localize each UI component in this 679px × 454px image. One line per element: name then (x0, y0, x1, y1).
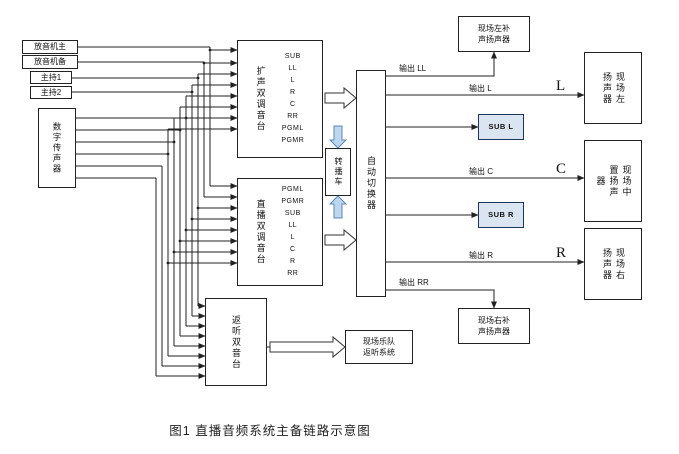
output-ll-label: 输出 LL (398, 63, 428, 74)
left-speaker-label: 现场左扬声器 (602, 71, 625, 105)
source-host2: 主持2 (30, 86, 72, 99)
pa-channel: R (290, 89, 296, 96)
band-monitor-line1: 现场乐队 (363, 337, 395, 346)
pa-to-van-arrow (328, 125, 348, 149)
right-speaker-letter: R (556, 245, 567, 261)
sub-r-box: SUB R (478, 202, 524, 228)
broadcast-mixer-box: 直播双调音台 PGML PGMR SUB LL L C R RR (237, 178, 323, 286)
output-r-label: 输出 R (468, 250, 494, 261)
broadcast-channel: L (290, 234, 296, 241)
block-arrows (269, 86, 357, 359)
broadcast-channel: LL (288, 222, 298, 229)
pa-channel: SUB (284, 53, 301, 60)
left-speaker-letter: L (556, 78, 566, 94)
pa-channel: LL (288, 65, 298, 72)
monitor-mixer-label: 返听双音台 (231, 314, 241, 370)
figure-caption: 图1 直播音频系统主备链路示意图 (169, 424, 371, 438)
source-playback-main-label: 放音机主 (34, 42, 66, 51)
broadcast-to-van-arrow (328, 195, 348, 219)
source-host1-label: 主持1 (40, 72, 62, 82)
center-speaker-label: 现场中置扬声器 (595, 164, 632, 198)
source-digital-mic-label: 数字传声器 (52, 121, 62, 175)
pa-mixer-channels: SUB LL L R C RR PGML PGMR (281, 51, 304, 147)
band-monitor-box: 现场乐队 返听系统 (345, 330, 413, 364)
auto-switcher-box: 自动切换器 (356, 70, 386, 297)
broadcast-mixer-label: 直播双调音台 (255, 199, 266, 265)
broadcast-channel: SUB (284, 210, 301, 217)
broadcast-channel: RR (287, 270, 299, 277)
left-fill-speaker-label: 现场左补 声扬声器 (478, 23, 510, 45)
source-host1: 主持1 (30, 71, 72, 84)
source-digital-mic: 数字传声器 (38, 108, 76, 188)
junction-dots (166, 48, 212, 265)
monitor-to-band-arrow (269, 335, 346, 359)
left-fill-speaker-line2: 声扬声器 (478, 35, 510, 44)
pa-channel: PGMR (281, 137, 305, 144)
pa-mixer-label: 扩声双调音台 (255, 66, 266, 132)
sub-l-box: SUB L (478, 114, 524, 140)
right-speaker-label: 现场右扬声器 (602, 247, 625, 281)
pa-channel: L (290, 77, 296, 84)
broadcast-to-switcher-arrow (324, 228, 357, 252)
left-speaker-box: 现场左扬声器 (584, 52, 642, 124)
right-fill-speaker-line1: 现场右补 (478, 316, 510, 325)
output-lines (267, 51, 585, 348)
output-l-label: 输出 L (468, 83, 493, 94)
broadcast-channel: C (290, 246, 296, 253)
pa-channel: PGML (281, 125, 304, 132)
wiring-bus (72, 46, 238, 379)
monitor-mixer-box: 返听双音台 (205, 298, 267, 386)
ob-van-label: 转播车 (334, 157, 343, 187)
source-playback-backup: 放音机备 (22, 55, 78, 69)
output-rr-label: 输出 RR (398, 277, 430, 288)
right-fill-speaker-box: 现场右补 声扬声器 (458, 308, 530, 344)
source-host2-label: 主持2 (40, 87, 62, 97)
broadcast-channel: PGML (281, 186, 304, 193)
pa-channel: C (290, 101, 296, 108)
center-speaker-box: 现场中置扬声器 (584, 140, 642, 222)
broadcast-channel: PGMR (281, 198, 305, 205)
pa-mixer-box: 扩声双调音台 SUB LL L R C RR PGML PGMR (237, 40, 323, 158)
auto-switcher-label: 自动切换器 (366, 156, 376, 211)
pa-to-switcher-arrow (324, 86, 357, 110)
left-fill-speaker-line1: 现场左补 (478, 24, 510, 33)
source-playback-backup-label: 放音机备 (34, 57, 66, 66)
pa-channel: RR (287, 113, 299, 120)
output-c-label: 输出 C (468, 166, 494, 177)
left-fill-speaker-box: 现场左补 声扬声器 (458, 16, 530, 52)
ob-van-box: 转播车 (325, 148, 351, 196)
broadcast-mixer-channels: PGML PGMR SUB LL L C R RR (281, 184, 304, 280)
right-speaker-box: 现场右扬声器 (584, 228, 642, 300)
broadcast-channel: R (290, 258, 296, 265)
band-monitor-line2: 返听系统 (363, 348, 395, 357)
band-monitor-label: 现场乐队 返听系统 (363, 336, 395, 358)
sub-l-label: SUB L (488, 122, 514, 131)
sub-r-label: SUB R (488, 210, 514, 219)
right-fill-speaker-label: 现场右补 声扬声器 (478, 315, 510, 337)
right-fill-speaker-line2: 声扬声器 (478, 327, 510, 336)
center-speaker-letter: C (556, 161, 567, 177)
source-playback-main: 放音机主 (22, 40, 78, 54)
